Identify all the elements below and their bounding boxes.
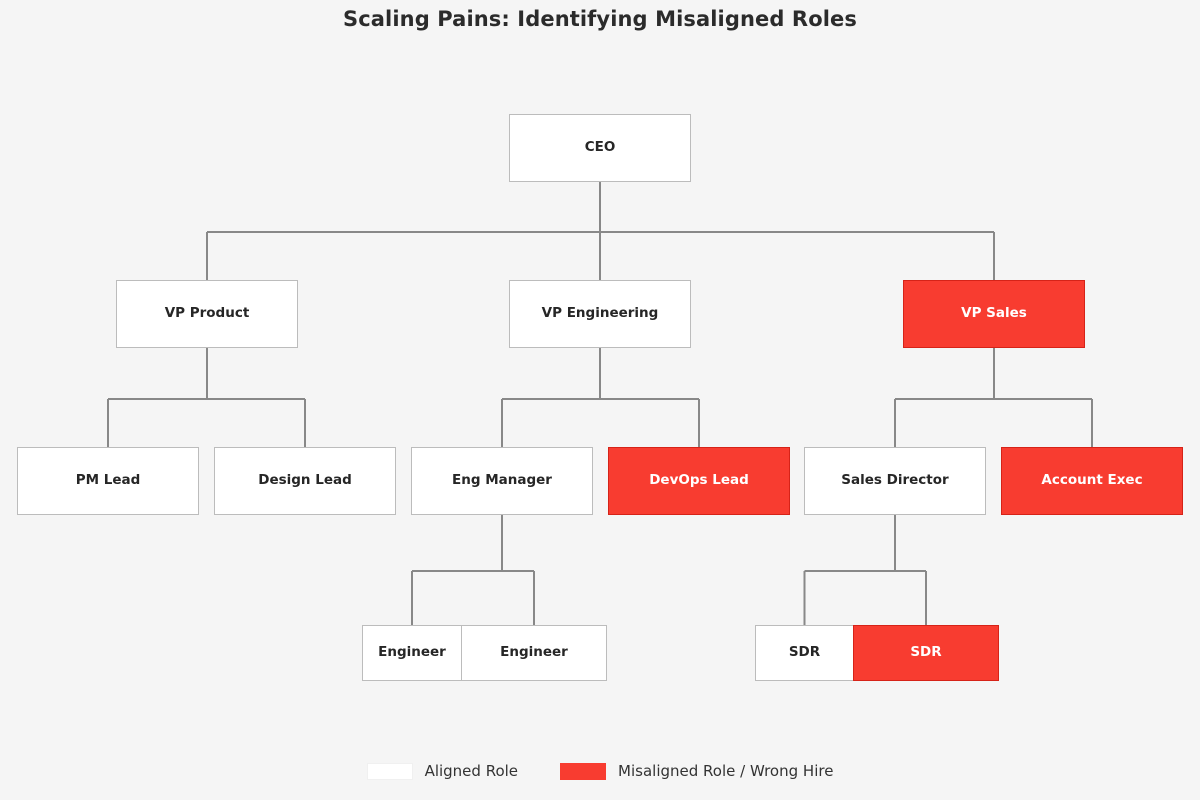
legend-item-aligned: Aligned Role (366, 762, 519, 780)
org-node-label: CEO (584, 139, 616, 156)
org-node-ceo[interactable]: CEO (509, 114, 691, 182)
org-node-label: Engineer (500, 644, 568, 661)
org-node-engineer-1[interactable]: Engineer (362, 625, 462, 681)
org-node-sdr-1[interactable]: SDR (755, 625, 854, 681)
org-node-label: Engineer (378, 644, 446, 661)
org-node-label: VP Sales (961, 305, 1027, 322)
org-node-label: SDR (788, 644, 821, 661)
org-node-devops-lead[interactable]: DevOps Lead (608, 447, 790, 515)
org-node-account-exec[interactable]: Account Exec (1001, 447, 1183, 515)
org-node-design-lead[interactable]: Design Lead (214, 447, 396, 515)
org-node-sdr-2[interactable]: SDR (853, 625, 999, 681)
legend-item-misaligned: Misaligned Role / Wrong Hire (560, 762, 833, 780)
legend-label: Aligned Role (424, 762, 519, 780)
org-node-pm-lead[interactable]: PM Lead (17, 447, 199, 515)
legend-swatch-aligned (366, 762, 413, 780)
org-node-label: VP Product (164, 305, 250, 322)
org-node-eng-manager[interactable]: Eng Manager (411, 447, 593, 515)
org-node-label: DevOps Lead (649, 472, 749, 489)
legend: Aligned Role Misaligned Role / Wrong Hire (0, 762, 1200, 780)
org-node-label: Account Exec (1041, 472, 1143, 489)
legend-swatch-misaligned (560, 762, 607, 780)
legend-label: Misaligned Role / Wrong Hire (618, 762, 834, 780)
org-node-label: SDR (910, 644, 942, 661)
org-node-label: Design Lead (258, 472, 352, 489)
org-node-label: Sales Director (841, 472, 949, 489)
org-node-engineer-2[interactable]: Engineer (461, 625, 607, 681)
org-node-vp-engineering[interactable]: VP Engineering (509, 280, 691, 348)
org-node-sales-director[interactable]: Sales Director (804, 447, 986, 515)
chart-title: Scaling Pains: Identifying Misaligned Ro… (343, 7, 857, 31)
org-node-vp-sales[interactable]: VP Sales (903, 280, 1085, 348)
org-node-label: VP Engineering (541, 305, 659, 322)
org-node-label: PM Lead (75, 472, 141, 489)
org-node-vp-product[interactable]: VP Product (116, 280, 298, 348)
org-node-label: Eng Manager (452, 472, 552, 489)
